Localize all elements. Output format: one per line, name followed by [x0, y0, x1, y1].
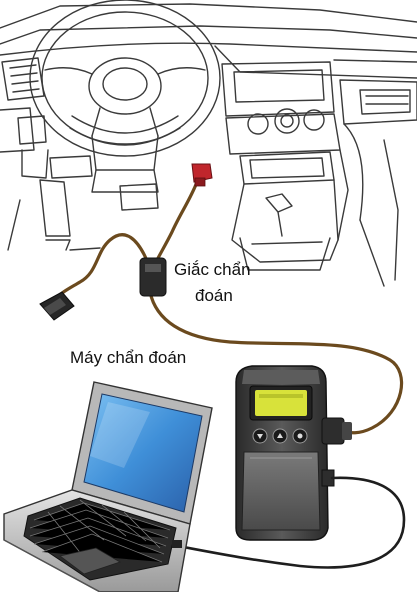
obd-plug-left: [40, 292, 74, 320]
laptop-computer: [4, 382, 212, 592]
cable-splitter: [140, 258, 166, 296]
diagnostic-scanner-device: [236, 366, 352, 540]
diagnostic-scanner-label: Máy chẩn đoán: [70, 347, 186, 369]
diagnostic-connector-plug: [192, 164, 212, 186]
diagnostic-connector-label-line1: Giắc chẩn: [174, 259, 251, 281]
car-dashboard-drawing: [0, 0, 417, 286]
diagnostic-connector-label-line2: đoán: [195, 285, 233, 307]
